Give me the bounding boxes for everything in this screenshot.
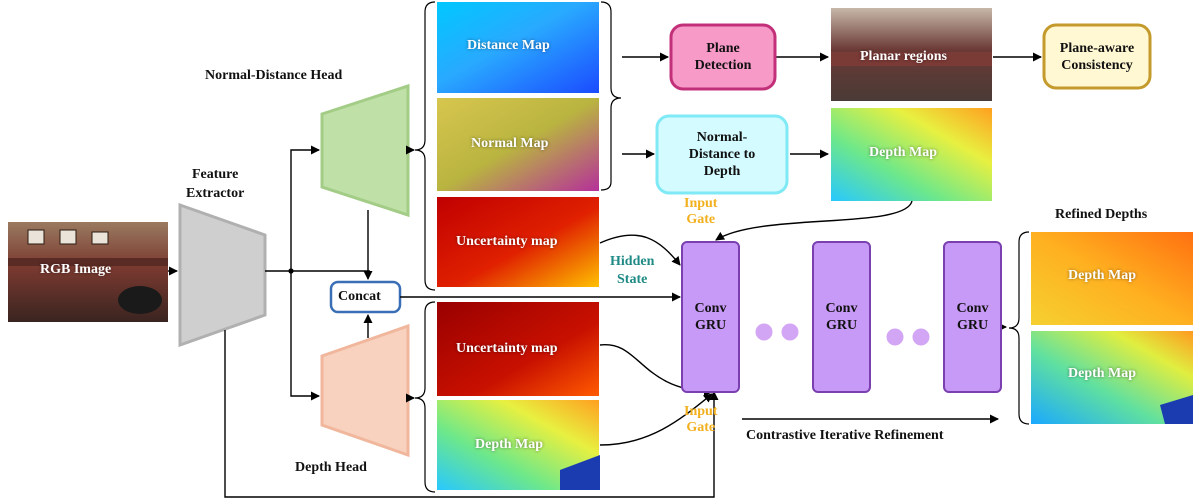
braces bbox=[414, 1, 1030, 493]
conv-gru-2-label: Conv GRU bbox=[825, 301, 858, 333]
distance-map-image bbox=[437, 2, 599, 93]
hidden-state-label: Hidden State bbox=[610, 254, 655, 287]
planar-regions-label: Planar regions bbox=[860, 49, 947, 64]
plane-aware-consistency-label: Plane-aware Consistency bbox=[1059, 40, 1135, 73]
concat-label: Concat bbox=[338, 289, 381, 304]
refined-depth-map-1-label: Depth Map bbox=[1068, 268, 1137, 283]
normal-distance-head-shape bbox=[320, 83, 410, 218]
ellipsis-dot bbox=[886, 328, 904, 346]
conv-gru-1 bbox=[681, 241, 740, 393]
plane-detection-label: Plane Detection bbox=[694, 41, 752, 73]
ellipsis-dot bbox=[781, 323, 799, 341]
branch-point bbox=[288, 268, 294, 274]
feature-extractor-shape bbox=[178, 202, 267, 348]
rgb-image-label: RGB Image bbox=[40, 262, 112, 277]
depth-head-shape bbox=[320, 323, 410, 458]
conv-gru-1-label: Conv GRU bbox=[694, 301, 727, 333]
depth-head-label: Depth Head bbox=[295, 460, 367, 475]
connectors bbox=[168, 52, 1042, 498]
contrastive-label: Contrastive Iterative Refinement bbox=[746, 428, 944, 443]
conv-gru-3-label: Conv GRU bbox=[956, 301, 989, 333]
conv-gru-2 bbox=[812, 241, 871, 393]
rgb-image bbox=[8, 222, 168, 322]
feature-extractor-label: Feature Extractor bbox=[186, 167, 245, 201]
nd-depth-map-label: Depth Map bbox=[869, 145, 938, 160]
plane-detection-box bbox=[669, 23, 777, 91]
uncertainty-map-bottom-image bbox=[437, 302, 599, 396]
normal-map-image bbox=[437, 98, 599, 191]
input-gate-top-label: Input Gate bbox=[684, 196, 718, 227]
refined-depth-map-2-label: Depth Map bbox=[1068, 366, 1137, 381]
uncertainty-map-bottom-label: Uncertainty map bbox=[456, 341, 558, 356]
consistency-box bbox=[1042, 23, 1152, 90]
uncertainty-map-top-label: Uncertainty map bbox=[456, 234, 558, 249]
ellipsis-dot bbox=[755, 323, 773, 341]
normal-map-label: Normal Map bbox=[471, 136, 549, 151]
ellipsis-dot bbox=[912, 328, 930, 346]
distance-map-label: Distance Map bbox=[467, 38, 550, 53]
nd-depth-map-image bbox=[831, 108, 992, 201]
conv-gru-3 bbox=[943, 241, 1002, 393]
nd-to-depth-box bbox=[655, 114, 789, 195]
refined-depth-map-1-image bbox=[1031, 232, 1193, 325]
nd-to-depth-label: Normal- Distance to Depth bbox=[688, 130, 756, 179]
refined-depths-label: Refined Depths bbox=[1055, 207, 1148, 222]
depth-map-bottom-label: Depth Map bbox=[475, 437, 544, 452]
input-gate-bottom-label: Input Gate bbox=[684, 404, 718, 435]
normal-distance-head-label: Normal-Distance Head bbox=[205, 68, 343, 83]
uncertainty-map-top-image bbox=[437, 197, 599, 287]
